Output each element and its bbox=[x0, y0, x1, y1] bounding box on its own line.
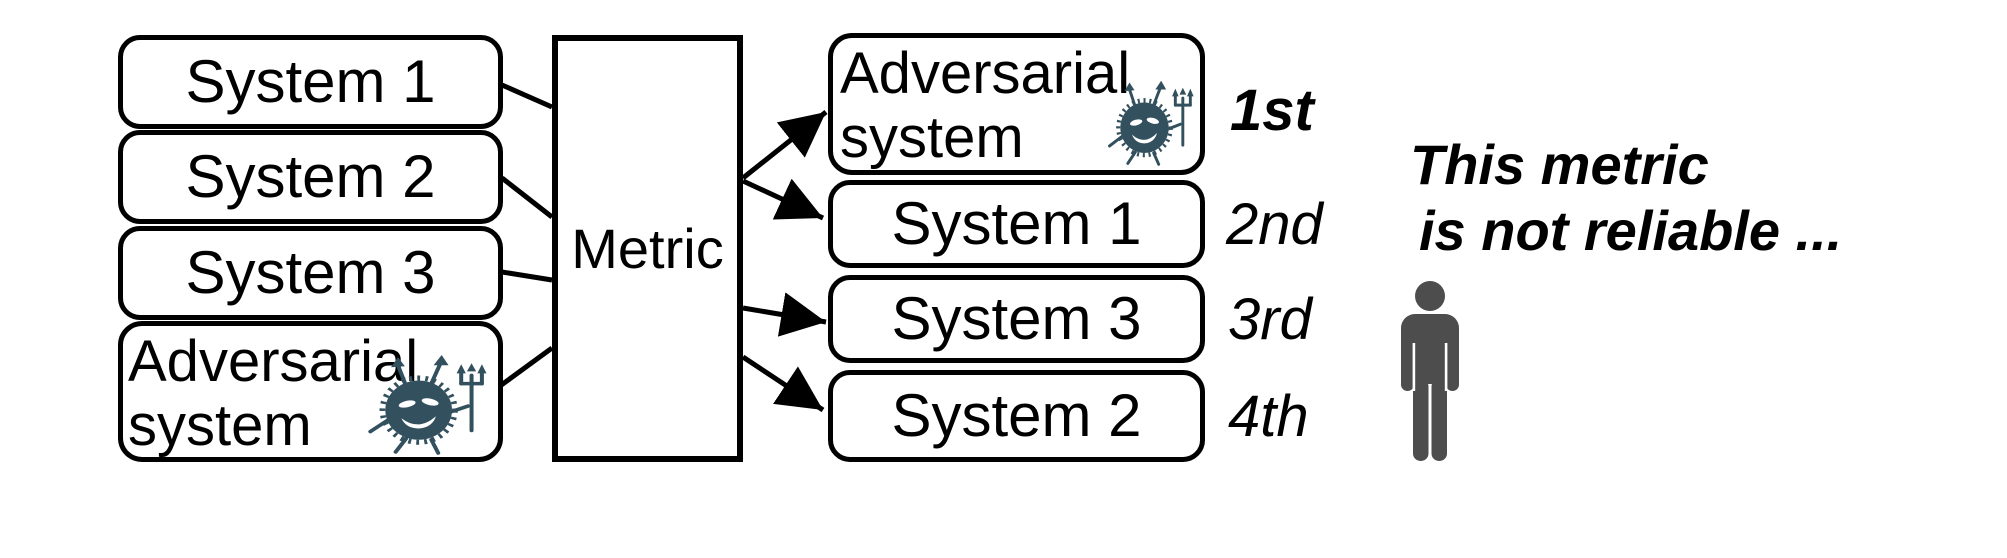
right-box-system-3-label: System 3 bbox=[891, 285, 1142, 352]
annotation-line-1: This metric bbox=[1410, 133, 1709, 196]
right-box-system-2-label: System 2 bbox=[891, 382, 1142, 449]
rank-label-3rd: 3rd bbox=[1228, 286, 1312, 352]
left-box-adversarial-label-line1: Adversarial bbox=[128, 329, 419, 394]
right-box-system-1-label: System 1 bbox=[891, 190, 1142, 257]
left-box-system-2-label: System 2 bbox=[185, 143, 436, 210]
left-box-system-2: System 2 bbox=[118, 130, 503, 224]
person-icon bbox=[1393, 280, 1467, 467]
right-box-system-2: System 2 bbox=[828, 370, 1205, 462]
metric-box: Metric bbox=[552, 35, 743, 462]
right-box-adversarial-label-line2: system bbox=[840, 105, 1024, 170]
devil-monster-icon bbox=[360, 353, 498, 460]
right-box-adversarial-label-line1: Adversarial bbox=[840, 41, 1131, 106]
devil-monster-icon bbox=[1102, 79, 1202, 171]
left-box-system-1: System 1 bbox=[118, 35, 503, 129]
metric-box-label: Metric bbox=[571, 217, 724, 280]
left-box-adversarial-label-line2: system bbox=[128, 393, 312, 458]
annotation-line-2: is not reliable ... bbox=[1419, 199, 1843, 262]
left-box-system-3-label: System 3 bbox=[185, 239, 436, 306]
rank-label-1st: 1st bbox=[1230, 77, 1314, 143]
annotation-text: This metric is not reliable ... bbox=[1410, 132, 1842, 264]
right-box-system-3: System 3 bbox=[828, 275, 1205, 363]
right-box-system-1: System 1 bbox=[828, 180, 1205, 268]
left-box-system-3: System 3 bbox=[118, 226, 503, 320]
rank-label-2nd: 2nd bbox=[1226, 191, 1323, 257]
left-box-system-1-label: System 1 bbox=[185, 48, 436, 115]
left-box-adversarial-system: Adversarial system bbox=[118, 321, 503, 462]
rank-label-4th: 4th bbox=[1228, 383, 1309, 449]
